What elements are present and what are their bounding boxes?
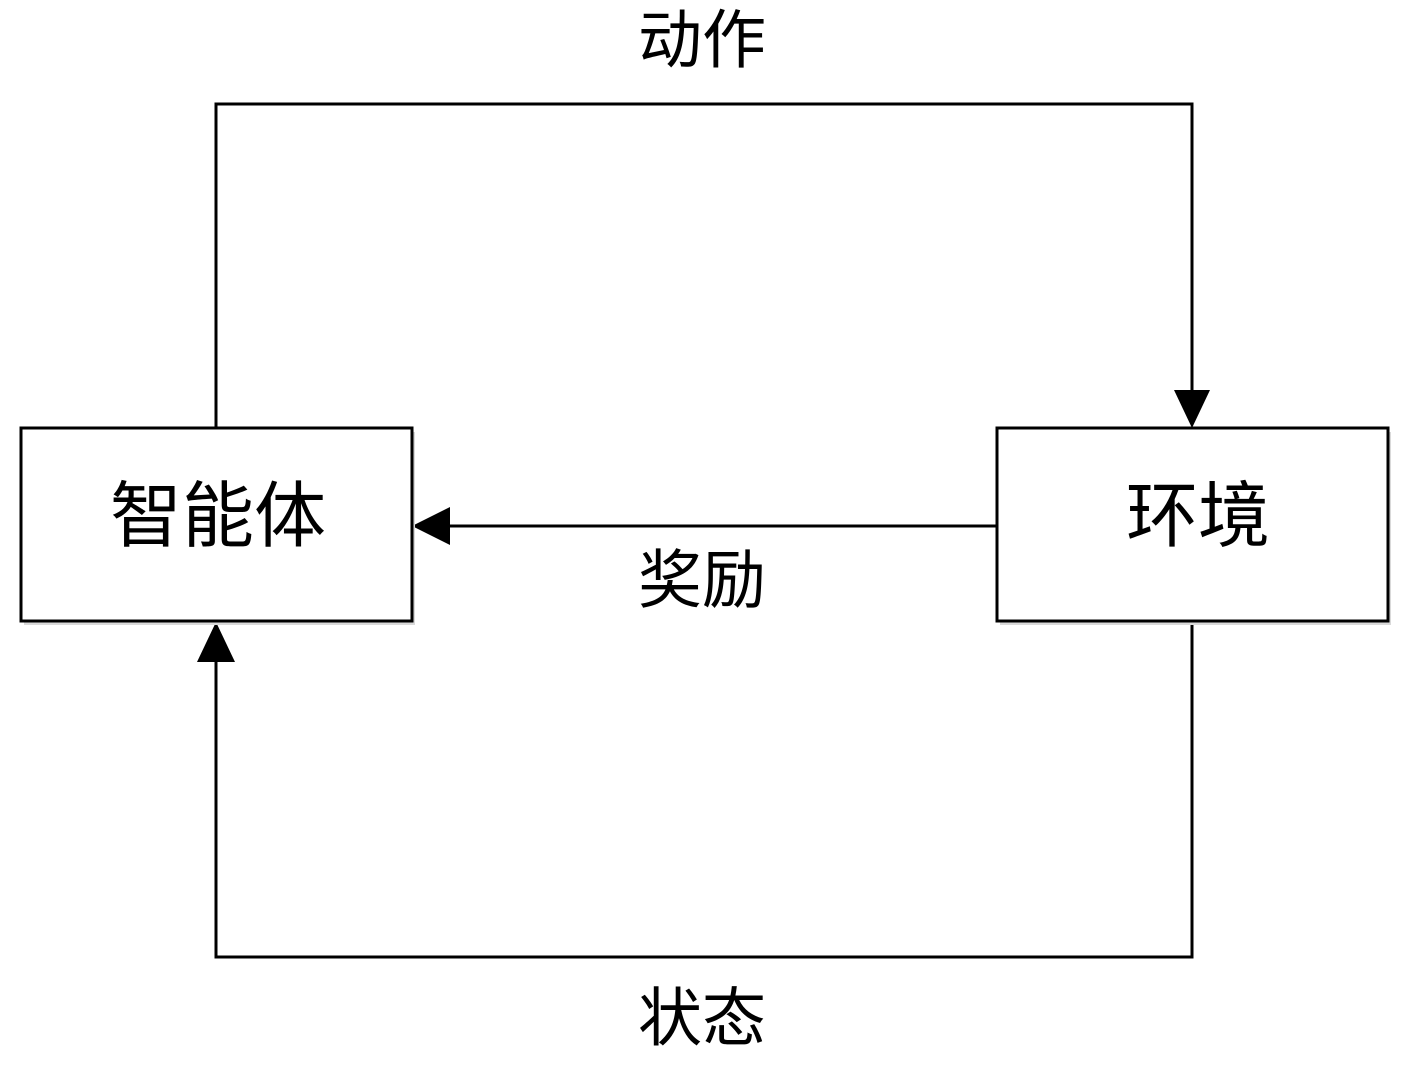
node-environment-box — [995, 426, 1390, 623]
node-agent-label: 智能体 — [110, 474, 326, 558]
edge-reward-arrowhead — [412, 507, 450, 545]
edge-action — [214, 102, 1210, 428]
edge-action-line — [214, 102, 1194, 428]
edge-reward — [412, 507, 997, 545]
node-environment: 环境 — [995, 426, 1391, 625]
edge-action-label: 动作 — [638, 5, 766, 79]
edge-state-line — [214, 622, 1194, 959]
edge-state-label: 状态 — [638, 983, 766, 1057]
edge-reward-label: 奖励 — [638, 545, 766, 619]
node-agent-box — [19, 426, 414, 623]
edge-state-arrowhead — [197, 622, 235, 662]
node-environment-label: 环境 — [1126, 474, 1270, 558]
edge-state — [197, 622, 1194, 959]
edge-action-arrowhead — [1174, 390, 1210, 428]
node-agent: 智能体 — [19, 426, 415, 625]
